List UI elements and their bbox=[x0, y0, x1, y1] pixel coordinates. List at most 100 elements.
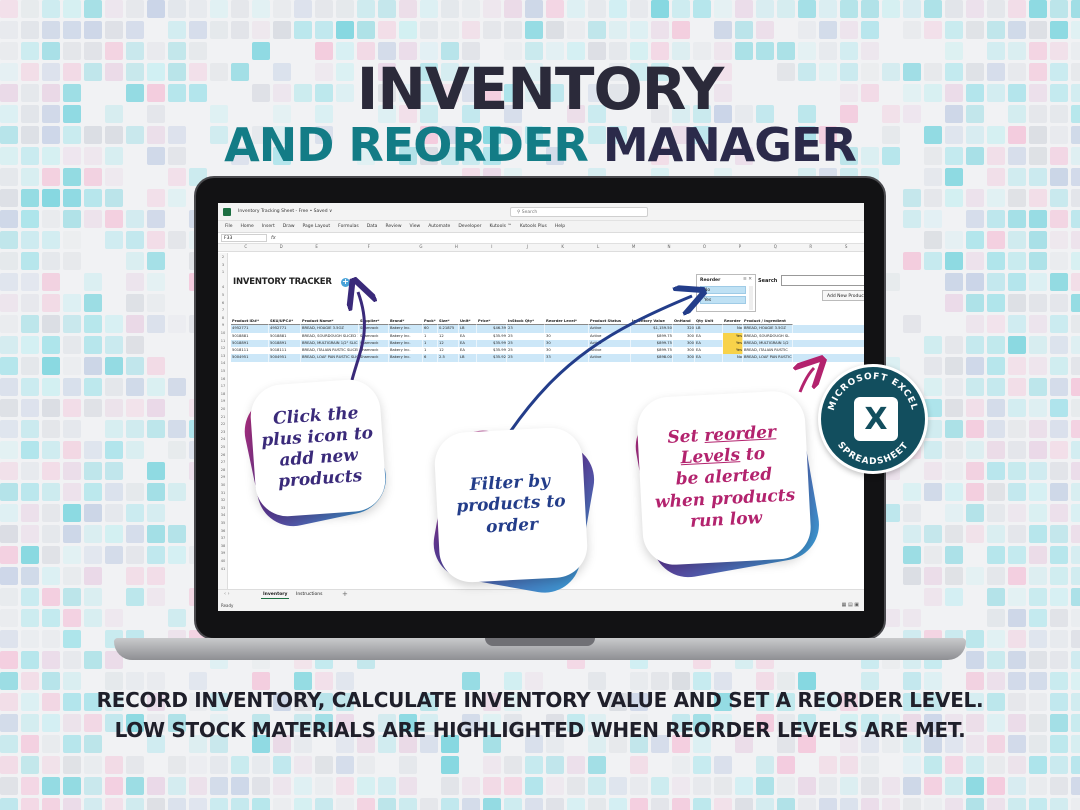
table-cell[interactable]: Shamrock bbox=[359, 325, 389, 333]
column-header[interactable]: H bbox=[454, 244, 458, 249]
table-cell[interactable]: BREAD, SOURDOUGH SL bbox=[743, 332, 793, 340]
row-number[interactable]: 16 bbox=[220, 376, 226, 381]
row-number[interactable]: 5 bbox=[221, 293, 225, 297]
table-cell[interactable]: 23 bbox=[507, 325, 545, 333]
table-cell[interactable]: 25 bbox=[507, 347, 545, 355]
table-cell[interactable]: $898.00 bbox=[631, 354, 673, 362]
table-cell[interactable]: EA bbox=[459, 339, 477, 348]
table-cell[interactable]: 12 bbox=[438, 332, 459, 340]
table-header-cell[interactable]: Product ID#* bbox=[231, 318, 269, 326]
row-number[interactable]: 11 bbox=[220, 338, 226, 343]
table-header-cell[interactable]: Reorder Level* bbox=[545, 318, 589, 326]
table-cell[interactable]: 320 bbox=[673, 325, 695, 333]
row-number[interactable]: 4 bbox=[221, 285, 225, 290]
row-number[interactable]: 15 bbox=[220, 369, 226, 373]
table-cell[interactable]: Shamrock bbox=[359, 354, 389, 362]
table-cell[interactable]: EA bbox=[695, 339, 723, 348]
name-box[interactable]: F33 bbox=[221, 234, 267, 242]
row-number[interactable]: 40 bbox=[220, 559, 226, 563]
table-cell[interactable]: No bbox=[723, 325, 743, 333]
table-cell[interactable]: Bakery Inc. bbox=[389, 325, 423, 333]
add-new-product-button[interactable]: Add New Product bbox=[822, 290, 864, 301]
table-header-cell[interactable]: SKU/UPC#* bbox=[269, 318, 301, 326]
table-cell[interactable]: 1 bbox=[423, 332, 438, 340]
table-cell[interactable]: 5018881 bbox=[269, 332, 301, 340]
column-header[interactable]: G bbox=[419, 244, 423, 249]
table-cell[interactable]: Bakery Inc. bbox=[389, 347, 423, 355]
slicer-scrollbar[interactable] bbox=[749, 286, 753, 310]
table-header-cell[interactable]: Supplier* bbox=[359, 318, 389, 326]
table-cell[interactable]: LB bbox=[695, 325, 723, 333]
column-header[interactable]: L bbox=[597, 244, 600, 249]
ribbon-tab[interactable]: Page Layout bbox=[302, 224, 331, 229]
table-cell[interactable]: Bakery Inc. bbox=[389, 339, 423, 348]
table-cell[interactable]: 60 bbox=[423, 325, 438, 333]
row-number[interactable]: 26 bbox=[220, 452, 226, 457]
table-cell[interactable]: Yes bbox=[723, 339, 743, 348]
table-cell[interactable]: 5018111 bbox=[269, 347, 301, 355]
row-number[interactable]: 28 bbox=[220, 467, 226, 472]
table-cell[interactable]: 5018111 bbox=[231, 347, 269, 355]
column-header[interactable]: R bbox=[809, 244, 813, 249]
table-cell[interactable]: Active bbox=[589, 339, 631, 348]
column-header[interactable]: K bbox=[561, 244, 565, 249]
column-header[interactable]: P bbox=[738, 244, 742, 249]
table-cell[interactable]: 0.21875 bbox=[438, 325, 459, 333]
table-cell[interactable]: 4952771 bbox=[269, 325, 301, 333]
table-cell[interactable]: BREAD, HOAGIE 3.5OZ bbox=[743, 325, 793, 333]
table-cell[interactable]: 12 bbox=[438, 347, 459, 355]
sheet-nav-arrows-icon[interactable]: ‹ › bbox=[224, 591, 230, 597]
table-cell[interactable]: LB bbox=[459, 325, 477, 333]
fx-icon[interactable]: fx bbox=[271, 235, 276, 241]
table-cell[interactable]: 300 bbox=[673, 347, 695, 355]
table-cell[interactable]: Shamrock bbox=[359, 339, 389, 348]
row-number[interactable]: 36 bbox=[220, 528, 226, 533]
table-cell[interactable]: $35.99 bbox=[477, 347, 507, 355]
table-cell[interactable]: $899.75 bbox=[631, 332, 673, 340]
table-cell[interactable]: 25 bbox=[507, 339, 545, 348]
table-header-cell[interactable]: Product / Ingredient bbox=[743, 318, 793, 326]
ribbon-tab[interactable]: Automate bbox=[428, 224, 451, 229]
row-number[interactable]: 32 bbox=[220, 498, 226, 503]
table-cell[interactable]: 300 bbox=[673, 339, 695, 348]
column-header[interactable]: M bbox=[631, 244, 636, 249]
ribbon-tab[interactable]: Home bbox=[240, 224, 254, 229]
row-number[interactable]: 2 bbox=[221, 255, 225, 259]
ribbon-tab[interactable]: Developer bbox=[458, 224, 482, 229]
column-header[interactable]: E bbox=[315, 244, 318, 249]
table-cell[interactable]: $899.75 bbox=[631, 339, 673, 348]
table-cell[interactable]: 30 bbox=[545, 332, 589, 340]
row-number[interactable]: 25 bbox=[220, 445, 226, 449]
table-cell[interactable]: EA bbox=[459, 332, 477, 340]
row-number[interactable]: 3 bbox=[221, 262, 225, 267]
search-input[interactable]: ⚲ Search bbox=[510, 207, 648, 217]
table-cell[interactable]: $35.92 bbox=[477, 354, 507, 362]
table-cell[interactable]: 300 bbox=[673, 354, 695, 362]
table-cell[interactable]: 1 bbox=[423, 347, 438, 355]
slicer-option-yes[interactable]: Yes bbox=[700, 296, 746, 304]
tab-instructions[interactable]: Instructions bbox=[296, 592, 323, 597]
table-cell[interactable]: 5018881 bbox=[231, 332, 269, 340]
row-number[interactable]: 6 bbox=[221, 300, 225, 305]
add-product-plus-icon[interactable]: + bbox=[341, 277, 350, 287]
product-search-field[interactable] bbox=[781, 275, 864, 286]
table-cell[interactable]: 1 bbox=[423, 339, 438, 348]
table-cell[interactable]: 300 bbox=[673, 332, 695, 340]
column-header[interactable]: O bbox=[702, 244, 707, 249]
table-cell[interactable]: Active bbox=[589, 332, 631, 340]
table-cell[interactable]: EA bbox=[695, 347, 723, 355]
table-cell[interactable]: 5004951 bbox=[231, 354, 269, 362]
table-cell[interactable]: 30 bbox=[545, 347, 589, 355]
row-number[interactable]: 37 bbox=[220, 536, 226, 541]
table-header-cell[interactable]: OnHand bbox=[673, 318, 695, 326]
row-number[interactable]: 13 bbox=[220, 353, 226, 358]
row-number[interactable]: 39 bbox=[220, 551, 226, 556]
table-header-cell[interactable]: Qty Unit bbox=[695, 318, 723, 326]
table-cell[interactable]: Yes bbox=[723, 332, 743, 340]
table-cell[interactable]: 12 bbox=[438, 339, 459, 348]
table-cell[interactable]: 5018891 bbox=[269, 339, 301, 348]
